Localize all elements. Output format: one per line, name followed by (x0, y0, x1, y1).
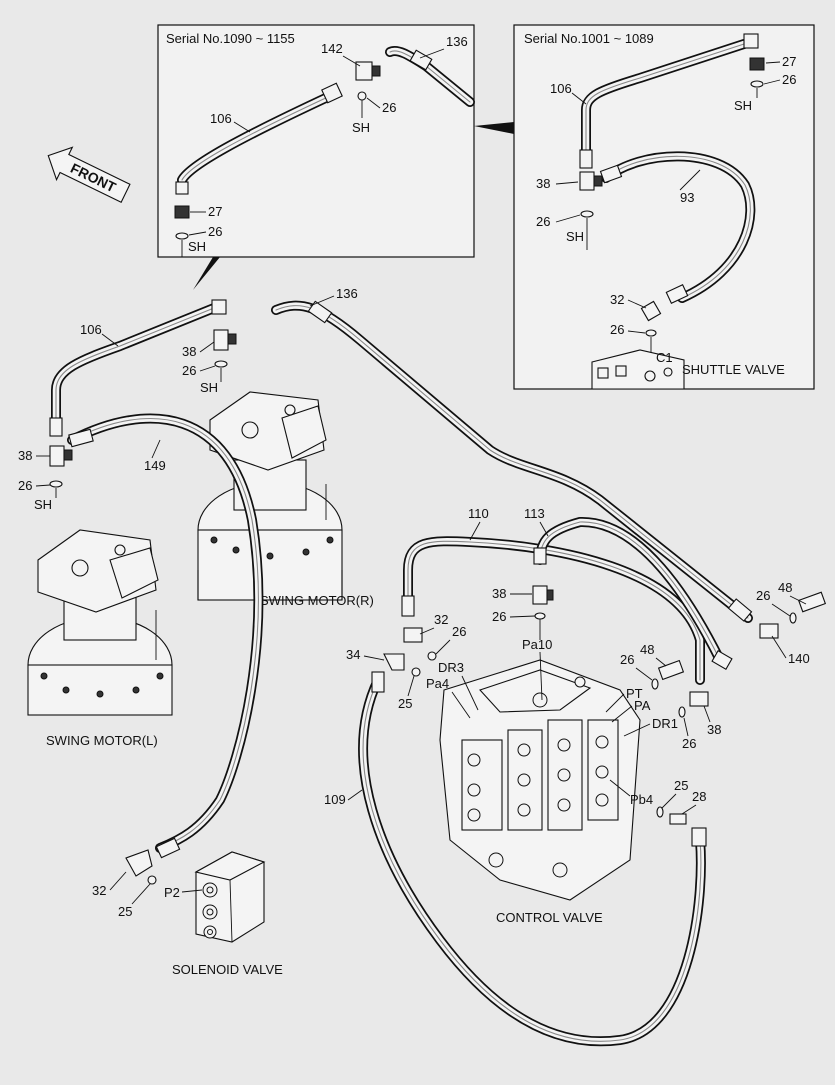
caption-swing-motor-r: SWING MOTOR(R) (260, 593, 374, 608)
inset-right-fittings (579, 57, 765, 372)
label-pt: PT (626, 686, 643, 701)
hose-106-main (49, 299, 227, 437)
label-26-inset-r-c: 26 (610, 322, 624, 337)
inset-left-hose-106 (177, 82, 343, 185)
label-106-inset: 106 (210, 111, 232, 126)
inset-right-hose-93 (599, 151, 756, 304)
label-26-f: 26 (620, 652, 634, 667)
front-arrow: FRONT (47, 146, 131, 204)
label-28: 28 (692, 789, 706, 804)
label-38-b: 38 (18, 448, 32, 463)
caption-control-valve: CONTROL VALVE (496, 910, 603, 925)
label-pb4: Pb4 (630, 792, 653, 807)
inset-left-hose-136 (385, 46, 475, 107)
label-38-d: 38 (707, 722, 721, 737)
label-pa4: Pa4 (426, 676, 449, 691)
label-pa10: Pa10 (522, 637, 552, 652)
label-26-b: 26 (18, 478, 32, 493)
label-sh-inset-l-b: SH (188, 239, 206, 254)
label-32-a: 32 (434, 612, 448, 627)
label-26-a: 26 (182, 363, 196, 378)
label-27-inset-l: 27 (208, 204, 222, 219)
label-26-e: 26 (756, 588, 770, 603)
label-140: 140 (788, 651, 810, 666)
label-27-inset-r: 27 (782, 54, 796, 69)
hose-110 (401, 536, 705, 685)
inset-right-title: Serial No.1001 ~ 1089 (524, 31, 654, 46)
swing-motor-left: SWING MOTOR(L) (27, 529, 173, 748)
label-pa: PA (634, 698, 651, 713)
main-labels: 136 106 38 26 SH 38 26 SH 149 110 113 38… (18, 286, 810, 919)
label-106: 106 (80, 322, 102, 337)
main-fittings (49, 329, 827, 885)
label-113: 113 (524, 506, 545, 521)
label-38-c: 38 (492, 586, 506, 601)
label-38-a: 38 (182, 344, 196, 359)
swing-motor-right: SWING MOTOR(R) (197, 391, 374, 608)
label-25-a: 25 (398, 696, 412, 711)
caption-shuttle-valve: SHUTTLE VALVE (682, 362, 785, 377)
label-26-d: 26 (452, 624, 466, 639)
hose-149 (67, 413, 264, 859)
label-109: 109 (324, 792, 346, 807)
inset-right-frame (513, 24, 815, 390)
inset-right-hose-106 (579, 33, 759, 169)
inset-left: Serial No.1090 ~ 1155 14 (157, 24, 475, 290)
label-26-inset-r-a: 26 (782, 72, 796, 87)
label-48-a: 48 (778, 580, 792, 595)
inset-right-pointer (474, 122, 514, 134)
label-38-inset-r: 38 (536, 176, 550, 191)
label-sh-a: SH (200, 380, 218, 395)
inset-right: Serial No.1001 ~ 1089 (474, 24, 815, 390)
label-110: 110 (468, 506, 489, 521)
label-26-inset-r-b: 26 (536, 214, 550, 229)
inset-left-title: Serial No.1090 ~ 1155 (166, 31, 295, 46)
label-106-inset-r: 106 (550, 81, 572, 96)
label-32-inset-r: 32 (610, 292, 624, 307)
label-sh-inset-l-a: SH (352, 120, 370, 135)
label-25-c: 25 (118, 904, 132, 919)
fitting-142 (355, 61, 381, 118)
label-25-b: 25 (674, 778, 688, 793)
control-valve: CONTROL VALVE (439, 659, 641, 925)
label-p2: P2 (164, 885, 180, 900)
shuttle-valve (591, 349, 685, 390)
label-c1: C1 (656, 350, 673, 365)
label-136-inset: 136 (446, 34, 468, 49)
label-136: 136 (336, 286, 358, 301)
hose-113 (533, 516, 733, 670)
label-sh-b: SH (34, 497, 52, 512)
hose-109 (358, 671, 707, 1047)
label-sh-inset-r-b: SH (566, 229, 584, 244)
label-26-inset-l-a: 26 (382, 100, 396, 115)
label-32-b: 32 (92, 883, 106, 898)
solenoid-valve: SOLENOID VALVE (172, 851, 283, 977)
label-26-inset-l-b: 26 (208, 224, 222, 239)
label-93: 93 (680, 190, 694, 205)
label-149: 149 (144, 458, 166, 473)
label-48-b: 48 (640, 642, 654, 657)
caption-solenoid-valve: SOLENOID VALVE (172, 962, 283, 977)
caption-swing-motor-l: SWING MOTOR(L) (46, 733, 158, 748)
inset-left-pointer (193, 257, 220, 290)
label-dr3: DR3 (438, 660, 464, 675)
front-label: FRONT (68, 160, 119, 196)
fitting-27-26-inset-left (174, 181, 190, 257)
label-34: 34 (346, 647, 360, 662)
label-dr1: DR1 (652, 716, 678, 731)
label-142: 142 (321, 41, 343, 56)
label-26-g: 26 (682, 736, 696, 751)
hose-136-main (271, 300, 753, 623)
label-sh-inset-r-a: SH (734, 98, 752, 113)
label-26-c: 26 (492, 609, 506, 624)
